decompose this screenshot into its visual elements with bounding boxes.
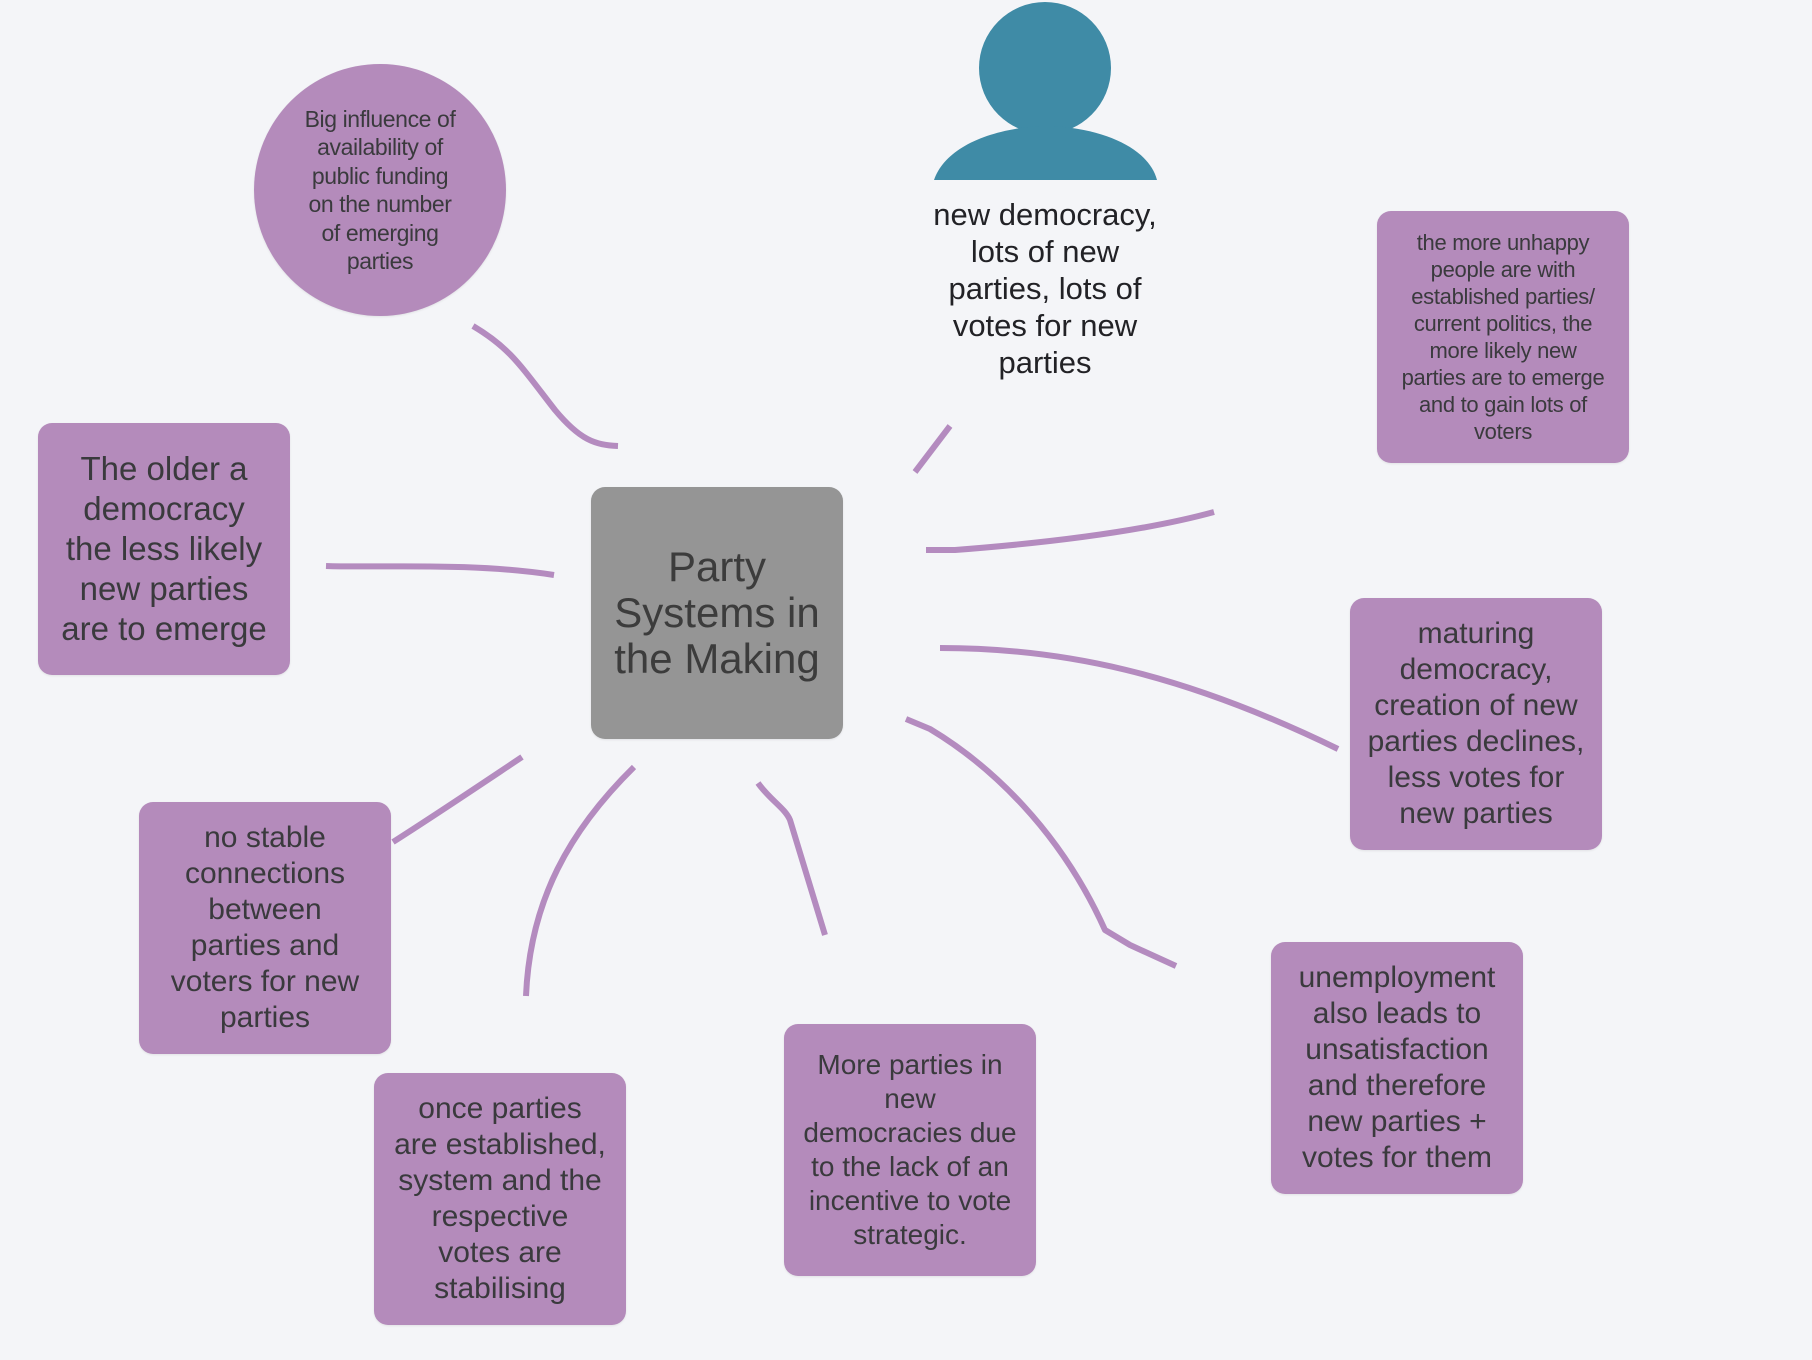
node-no-stable-connections[interactable]: no stable connections between parties an… — [139, 802, 391, 1054]
node-public-funding[interactable]: Big influence of availability of public … — [254, 64, 506, 316]
node-more-parties[interactable]: More parties in new democracies due to t… — [784, 1024, 1036, 1276]
person-caption: new democracy, lots of new parties, lots… — [933, 197, 1157, 380]
node-unhappy-people-text: the more unhappy people are with establi… — [1401, 230, 1605, 444]
node-unemployment[interactable]: unemployment also leads to unsatisfactio… — [1271, 942, 1523, 1194]
person-node[interactable] — [924, 0, 1168, 190]
node-more-parties-text: More parties in new democracies due to t… — [803, 1049, 1017, 1250]
node-public-funding-text: Big influence of availability of public … — [304, 105, 456, 275]
node-parties-established-text: once parties are established, system and… — [394, 1092, 606, 1305]
connector-unhappy-people — [926, 509, 1215, 553]
connector-maturing-democracy — [939, 645, 1340, 752]
central-topic-node[interactable]: Party Systems in the Making — [591, 487, 843, 739]
node-unhappy-people[interactable]: the more unhappy people are with establi… — [1377, 211, 1629, 463]
connector-older-democracy — [325, 563, 555, 578]
connector-person — [912, 424, 953, 474]
node-unemployment-text: unemployment also leads to unsatisfactio… — [1298, 961, 1496, 1174]
node-parties-established[interactable]: once parties are established, system and… — [374, 1073, 626, 1325]
connector-parties-established — [523, 764, 637, 997]
connector-unemployment — [904, 716, 1178, 969]
node-maturing-democracy-text: maturing democracy, creation of new part… — [1367, 617, 1585, 830]
person-icon — [934, 2, 1157, 180]
node-no-stable-connections-text: no stable connections between parties an… — [170, 821, 360, 1034]
connector-public-funding — [471, 323, 619, 449]
central-topic-label: Party Systems in the Making — [614, 543, 820, 682]
node-maturing-democracy[interactable]: maturing democracy, creation of new part… — [1350, 598, 1602, 850]
node-older-democracy-text: The older a democracy the less likely ne… — [61, 450, 267, 647]
connector-more-parties — [755, 781, 828, 936]
node-older-democracy[interactable]: The older a democracy the less likely ne… — [38, 423, 290, 675]
connector-no-stable-connections — [391, 754, 524, 845]
